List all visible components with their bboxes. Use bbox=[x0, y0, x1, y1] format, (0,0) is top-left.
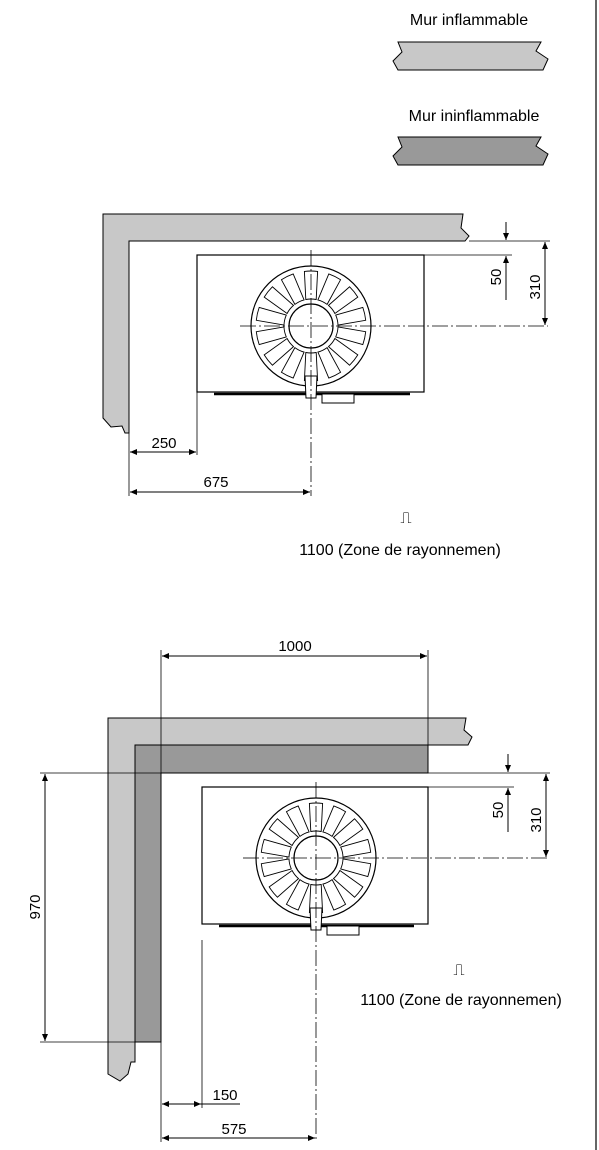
grill-slot bbox=[255, 306, 287, 326]
grill-slot bbox=[268, 818, 300, 847]
handle bbox=[321, 393, 355, 404]
grill-lever bbox=[304, 375, 318, 399]
radiation-zone-label: 1100 (Zone de rayonnemen) bbox=[299, 542, 501, 559]
noncombustible-wall-swatch bbox=[392, 136, 549, 166]
grill-slot bbox=[335, 326, 367, 346]
grill-lever bbox=[309, 907, 323, 931]
diagram-2: 1000 970 50 310 150 575 ⎍ 1100 (Zone de … bbox=[27, 638, 562, 1142]
grill-slot bbox=[340, 858, 372, 878]
dim-wall-gap-label: 50 bbox=[490, 802, 507, 819]
dim-top-width-label: 1000 bbox=[278, 638, 311, 655]
dim-center-label: 575 bbox=[221, 1121, 246, 1138]
grill-slot bbox=[263, 337, 295, 366]
grill-slot bbox=[332, 869, 364, 898]
grill-slot bbox=[327, 337, 359, 366]
legend: Mur inflammable Mur ininflammable bbox=[392, 12, 549, 166]
radiation-zone-label: 1100 (Zone de rayonnemen) bbox=[360, 992, 562, 1009]
legend-noncombustible-label: Mur ininflammable bbox=[409, 108, 540, 125]
grill-slot bbox=[280, 273, 305, 306]
dim-center-label: 675 bbox=[203, 474, 228, 491]
stove-1 bbox=[196, 254, 425, 404]
grill-slot bbox=[280, 346, 305, 379]
grill-slot bbox=[263, 286, 295, 315]
dim-depth-label: 310 bbox=[528, 807, 545, 832]
combustible-corner-wall bbox=[102, 213, 470, 434]
grill-slot bbox=[335, 306, 367, 326]
grill-slot bbox=[268, 869, 300, 898]
grill-slot bbox=[317, 273, 342, 306]
grill-slot bbox=[327, 286, 359, 315]
grill-slot bbox=[322, 805, 347, 838]
dim-left-height-label: 970 bbox=[27, 894, 44, 919]
combustible-wall-swatch bbox=[392, 41, 549, 71]
diagram-1: 50 310 250 675 ⎍ 1100 (Zone de rayonneme… bbox=[102, 213, 550, 559]
grill-slot bbox=[322, 878, 347, 911]
grill-slot bbox=[317, 346, 342, 379]
dim-wall-gap-label: 50 bbox=[488, 269, 505, 286]
grill-slot bbox=[285, 878, 310, 911]
dim-side-label: 150 bbox=[212, 1087, 237, 1104]
stove-2 bbox=[201, 786, 429, 936]
legend-combustible-label: Mur inflammable bbox=[410, 12, 528, 29]
grill-slot bbox=[340, 838, 372, 858]
radiation-symbol: ⎍ bbox=[453, 962, 464, 979]
grill-slot bbox=[255, 326, 287, 346]
dim-depth-label: 310 bbox=[527, 274, 544, 299]
grill-slot bbox=[260, 858, 292, 878]
grill-slot bbox=[285, 805, 310, 838]
dim-side-label: 250 bbox=[151, 435, 176, 452]
radiation-symbol: ⎍ bbox=[400, 510, 411, 527]
handle bbox=[326, 925, 360, 936]
grill-slot bbox=[332, 818, 364, 847]
grill-slot bbox=[260, 838, 292, 858]
